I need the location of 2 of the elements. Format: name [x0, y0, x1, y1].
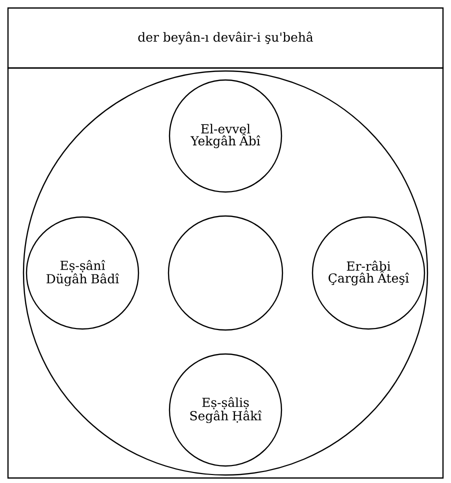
title-box: der beyân-ı devâir-i şu'behâ [7, 7, 444, 69]
circle [168, 215, 284, 331]
